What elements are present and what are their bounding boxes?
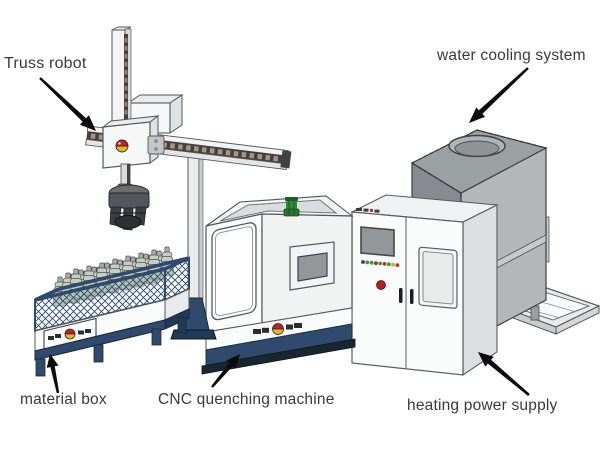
cabinet-door-window: [418, 246, 458, 309]
truss-column: [111, 26, 132, 131]
door-handle: [399, 288, 403, 303]
arrow-truss-robot: [39, 77, 96, 131]
beam-end-cap: [280, 150, 292, 169]
truss-robot: [85, 26, 292, 340]
cage-rails: [34, 256, 190, 302]
cnc-tank-opening: [219, 199, 338, 222]
cabinet-side-face: [462, 204, 498, 377]
truss-carriage: [101, 115, 165, 189]
cabinet-control-panel: [356, 208, 400, 290]
label-truss-robot: Truss robot: [4, 55, 87, 72]
arrow-material-box: [46, 354, 60, 394]
brand-logo: [115, 139, 129, 153]
cabinet-screen: [360, 226, 395, 257]
cnc-door-window: [211, 222, 257, 321]
carriage-motor: [147, 135, 165, 155]
label-heating-power-supply: heating power supply: [407, 397, 558, 414]
box-legs: [35, 316, 187, 377]
brand-logo: [253, 323, 302, 335]
arrow-heating-supply: [478, 352, 530, 396]
arrow-cnc-machine: [211, 354, 240, 388]
indicator-lights: [361, 260, 400, 267]
label-material-box: material box: [20, 391, 107, 408]
mesh-cage: [34, 256, 190, 333]
heating-power-supply: [350, 194, 499, 377]
door-handle: [410, 289, 414, 304]
callout-arrows: [39, 67, 530, 396]
cooler-leg: [530, 305, 540, 321]
cnc-control-panel: [289, 241, 335, 291]
green-clamp-part: [283, 197, 300, 217]
brand-logo: [356, 208, 380, 213]
cnc-screen: [297, 252, 328, 282]
label-cnc-quenching-machine: CNC quenching machine: [158, 391, 335, 408]
cooler-vent: [448, 134, 506, 158]
emergency-button: [376, 280, 386, 290]
cnc-quenching-machine: [201, 195, 356, 375]
truss-gripper: [108, 183, 150, 231]
brand-logo: [43, 317, 97, 350]
arrow-water-cooling: [469, 67, 529, 123]
label-water-cooling-system: water cooling system: [437, 47, 586, 64]
material-box: [34, 246, 190, 377]
gripped-gear: [114, 215, 142, 229]
cnc-base-strip: [201, 338, 356, 375]
